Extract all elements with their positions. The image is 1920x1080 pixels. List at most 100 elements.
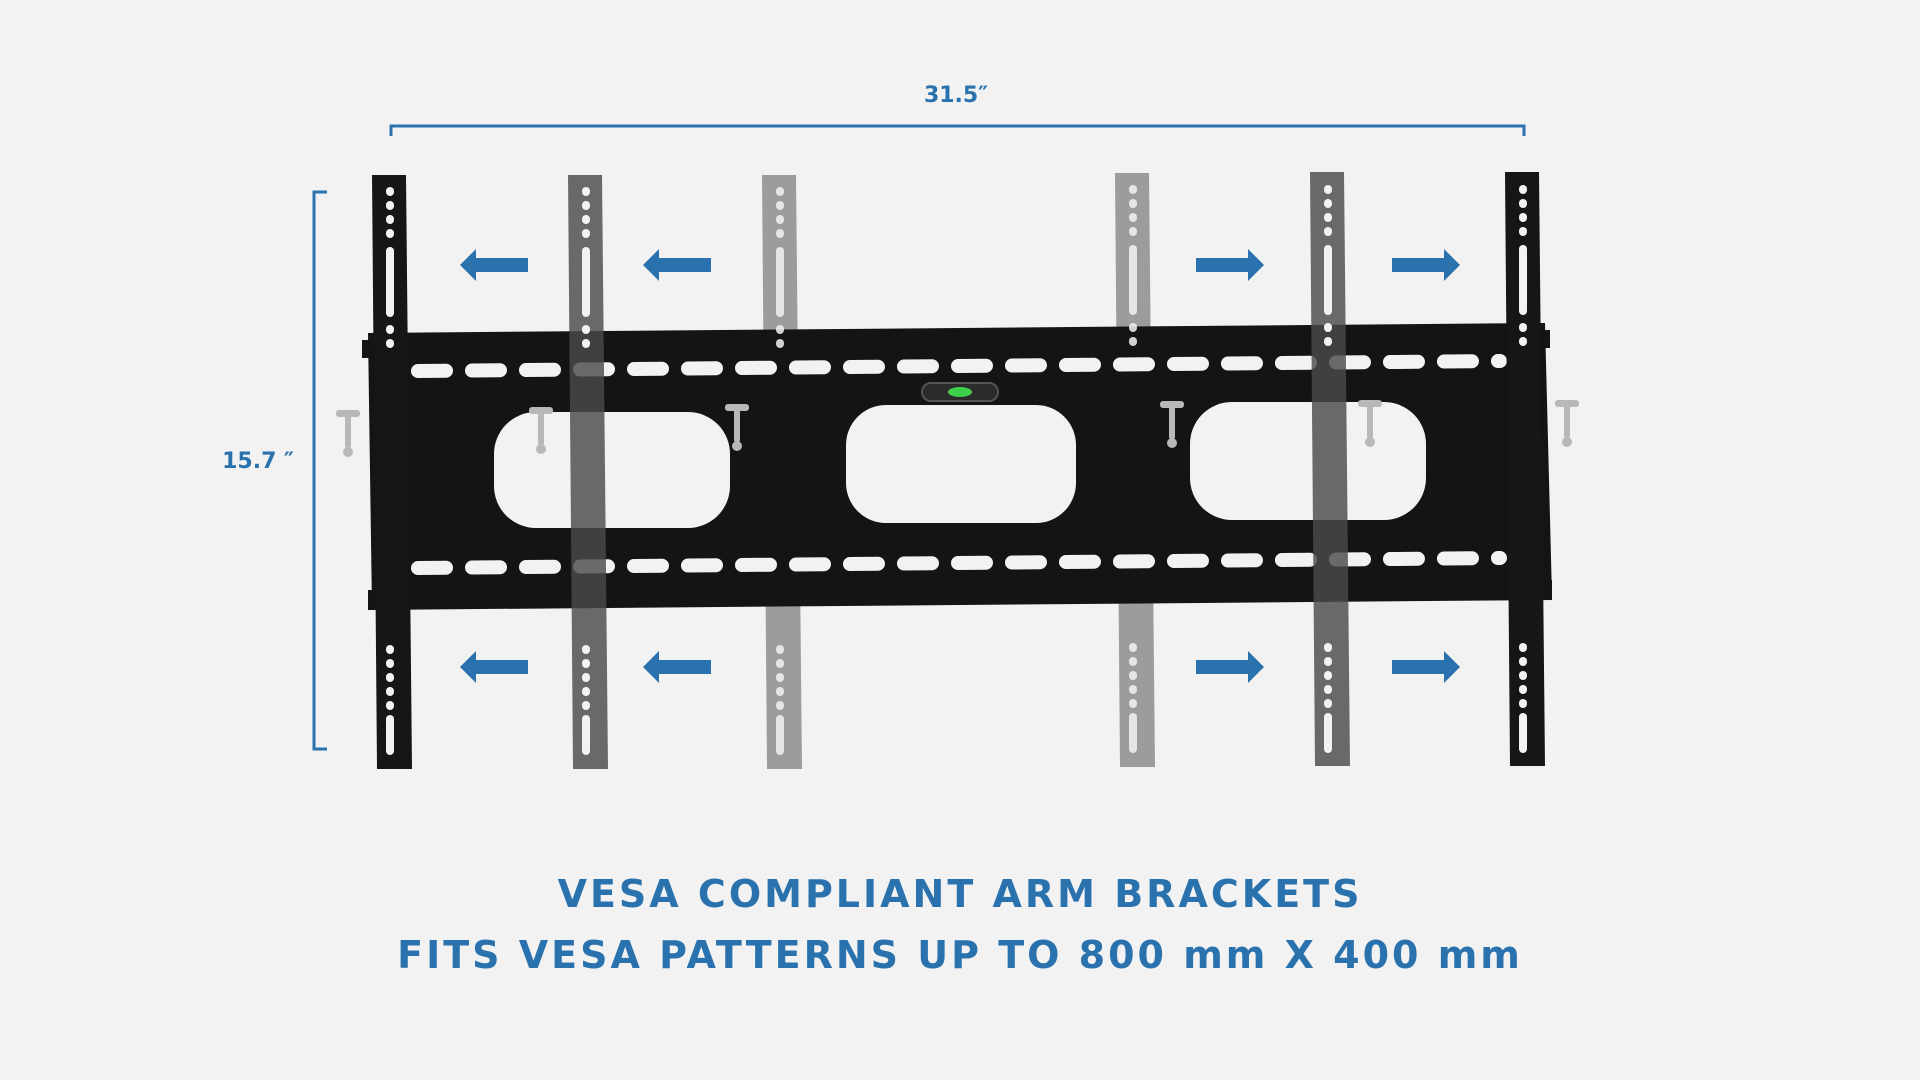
- height-dimension-line: [312, 190, 327, 751]
- arm-hole: [1129, 643, 1137, 652]
- arm-hole: [386, 339, 394, 348]
- arm-hole: [776, 645, 784, 654]
- arm-hole: [1324, 713, 1332, 753]
- arm-hole: [1324, 699, 1332, 708]
- arm-hole: [1129, 699, 1137, 708]
- bubble-level-icon: [921, 382, 999, 402]
- arm-hole: [386, 229, 394, 238]
- arm-hole: [582, 645, 590, 654]
- arm-hole: [1519, 245, 1527, 315]
- arm-hole: [776, 715, 784, 755]
- arm-hole: [386, 325, 394, 334]
- arm-hole: [1324, 213, 1332, 222]
- arrow-right-icon: [1196, 249, 1264, 281]
- arm-hole: [1519, 185, 1527, 194]
- arm-hole: [1129, 213, 1137, 222]
- arm-hole: [1129, 199, 1137, 208]
- arm-hole: [1519, 227, 1527, 236]
- arm-hole: [582, 201, 590, 210]
- arm-hole: [1129, 657, 1137, 666]
- arm-hole: [776, 201, 784, 210]
- arm-hole: [582, 673, 590, 682]
- lock-screw: [336, 410, 360, 457]
- caption-vesa-patterns: FITS VESA PATTERNS UP TO 800 mm X 400 mm: [397, 933, 1523, 977]
- arm-hole: [776, 247, 784, 317]
- arm-hole: [1519, 643, 1527, 652]
- arm-hole: [386, 247, 394, 317]
- wall-plate-rail-bottom: [368, 580, 1552, 610]
- arm-hole: [582, 339, 590, 348]
- arrow-left-icon: [460, 651, 528, 683]
- arm-hole: [386, 659, 394, 668]
- arm-hole: [776, 325, 784, 334]
- caption-vesa-compliant: VESA COMPLIANT ARM BRACKETS: [557, 872, 1363, 916]
- arrow-right-icon: [1392, 249, 1460, 281]
- height-dimension-label: 15.7 ″: [222, 449, 294, 474]
- lock-screw: [725, 404, 749, 451]
- arm-hole: [582, 325, 590, 334]
- cutout-right: [1190, 402, 1426, 520]
- cutout-center: [846, 405, 1076, 523]
- arm-hole: [776, 701, 784, 710]
- width-dimension-line: [389, 124, 1526, 136]
- arm-hole: [776, 187, 784, 196]
- arm-hole: [1129, 323, 1137, 332]
- arm-hole: [1324, 657, 1332, 666]
- arm-hole: [386, 201, 394, 210]
- arm-hole: [1129, 227, 1137, 236]
- arm-hole: [1324, 227, 1332, 236]
- arm-hole: [1519, 213, 1527, 222]
- arrow-left-icon: [643, 249, 711, 281]
- arm-hole: [1129, 337, 1137, 346]
- wall-plate-rail-top: [362, 330, 1550, 358]
- arm-hole: [1519, 323, 1527, 332]
- lock-screw: [529, 407, 553, 454]
- arm-hole: [582, 659, 590, 668]
- arm-hole: [1519, 657, 1527, 666]
- arm-hole: [386, 187, 394, 196]
- wall-plate: [336, 323, 1579, 610]
- arm-hole: [1129, 685, 1137, 694]
- arm-hole: [582, 215, 590, 224]
- lock-screws: [336, 400, 1579, 457]
- arm-hole: [1324, 245, 1332, 315]
- width-dimension-label: 31.5″: [924, 83, 988, 108]
- arm-hole: [1324, 671, 1332, 680]
- lock-screw: [1160, 401, 1184, 448]
- arm-hole: [776, 659, 784, 668]
- arm-hole: [1129, 185, 1137, 194]
- arm-hole: [776, 673, 784, 682]
- lock-screw: [1358, 400, 1382, 447]
- height-dimension: 15.7 ″: [222, 190, 327, 751]
- arm-hole: [1519, 713, 1527, 753]
- arm-hole: [1519, 685, 1527, 694]
- arm-hole: [1519, 199, 1527, 208]
- arm-hole: [1129, 713, 1137, 753]
- arm-hole: [582, 229, 590, 238]
- arm-hole: [582, 701, 590, 710]
- arm-hole: [1129, 245, 1137, 315]
- arrow-right-icon: [1392, 651, 1460, 683]
- arm-hole: [1324, 185, 1332, 194]
- arm-hole: [1129, 671, 1137, 680]
- arm-hole: [776, 687, 784, 696]
- arm-hole: [1324, 199, 1332, 208]
- arm-hole: [386, 645, 394, 654]
- arm-hole: [1324, 685, 1332, 694]
- arrow-left-icon: [643, 651, 711, 683]
- arm-hole: [1519, 337, 1527, 346]
- arm-hole: [1324, 337, 1332, 346]
- cutout-left: [494, 412, 730, 528]
- arm-hole: [776, 215, 784, 224]
- arm-hole: [386, 701, 394, 710]
- arm-hole: [386, 215, 394, 224]
- arm-hole: [582, 715, 590, 755]
- direction-arrows: [460, 249, 1460, 683]
- arm-hole: [582, 187, 590, 196]
- arm-hole: [1324, 323, 1332, 332]
- arm-hole: [386, 673, 394, 682]
- arm-hole: [386, 687, 394, 696]
- arrow-left-icon: [460, 249, 528, 281]
